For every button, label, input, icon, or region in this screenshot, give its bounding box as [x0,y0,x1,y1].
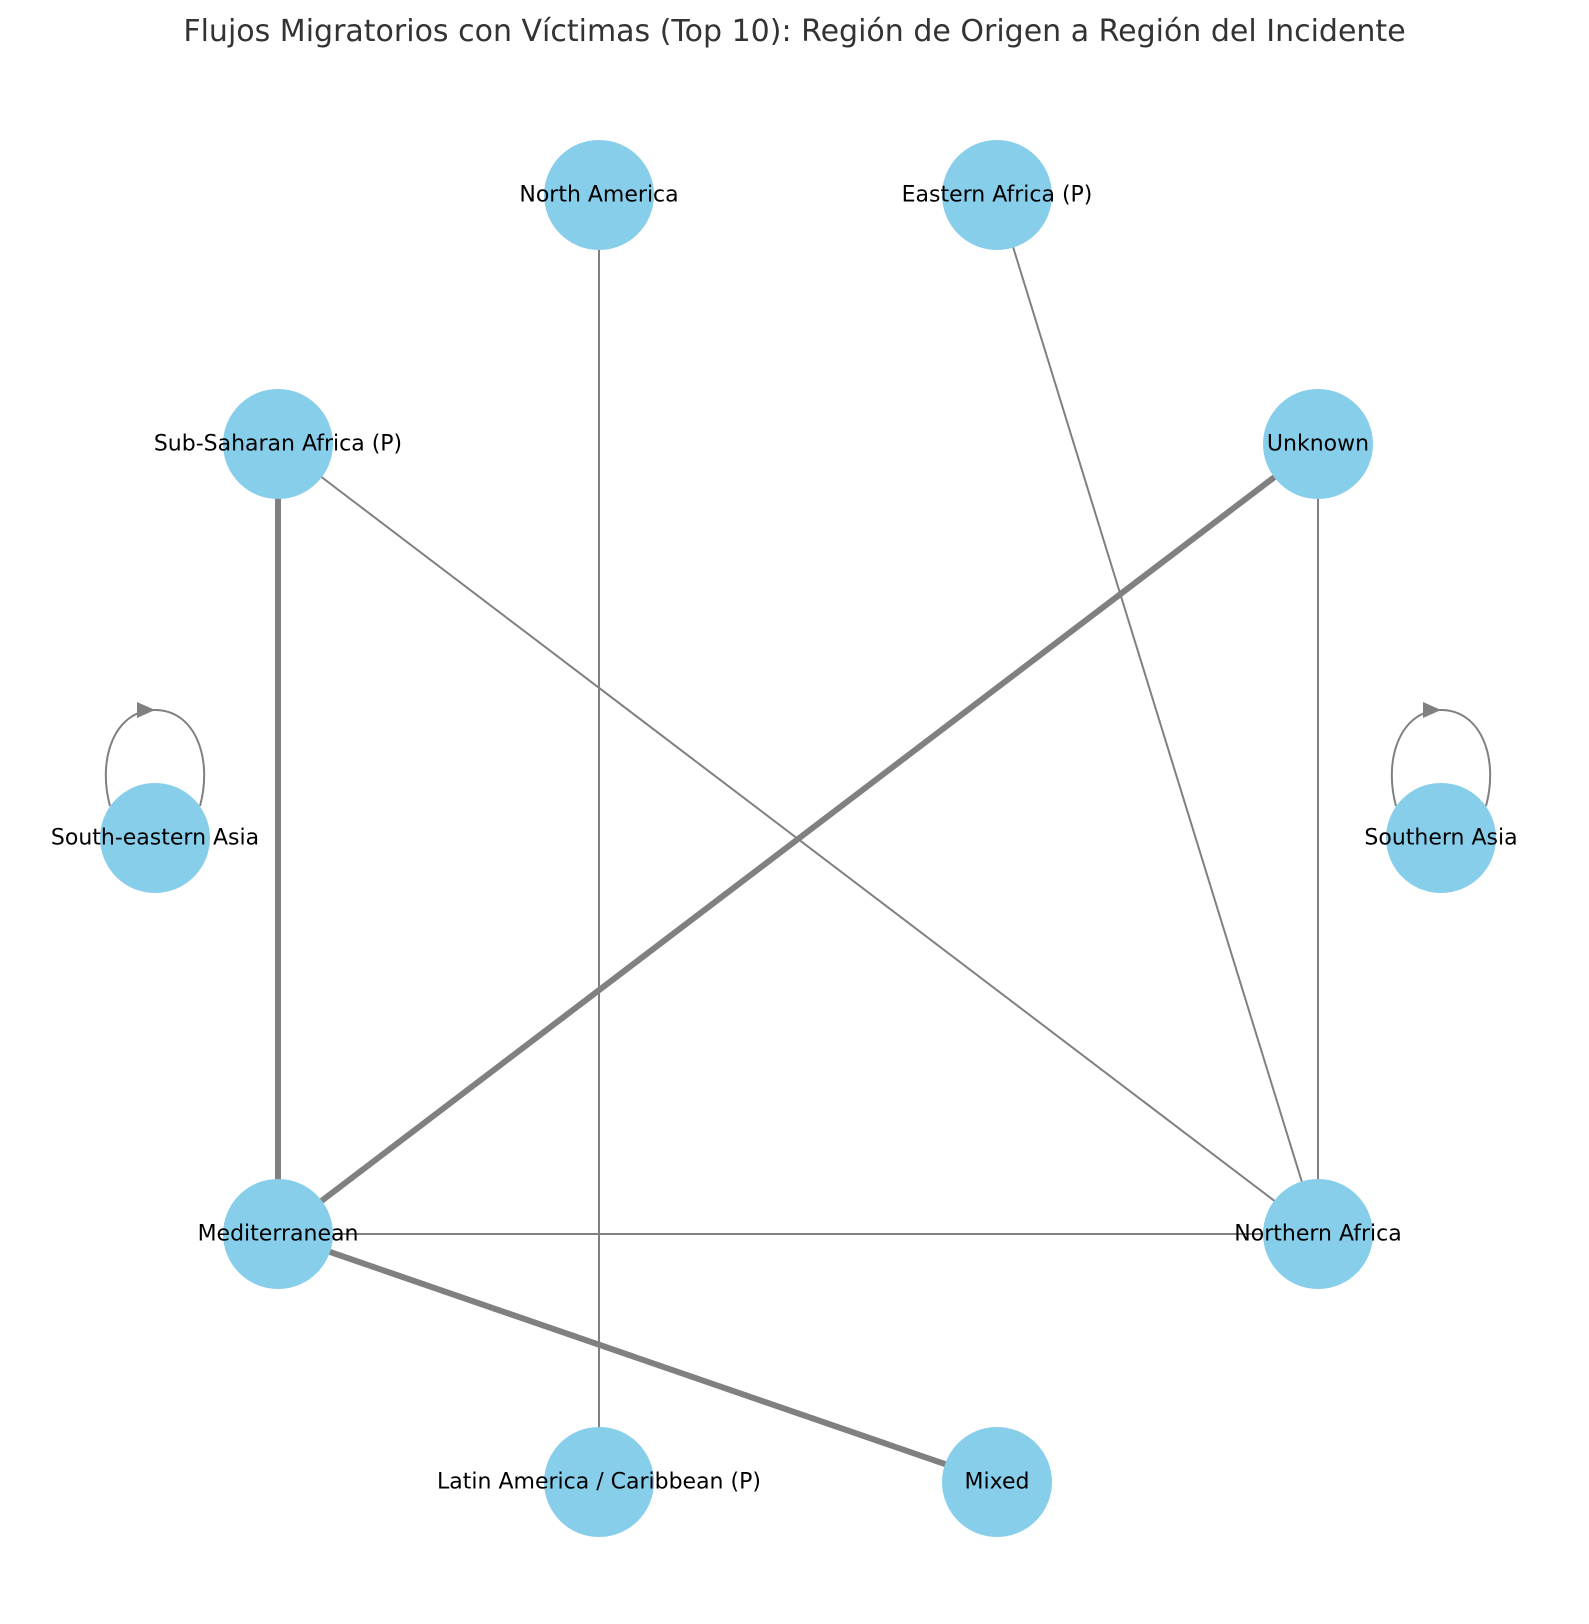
node-sub-saharan-africa [223,389,333,499]
edge-mediterranean-to-mixed [277,1231,998,1485]
node-mixed [942,1427,1052,1537]
node-label-unknown: Unknown [1267,432,1369,457]
node-north-america [544,140,654,250]
node-label-northern-africa: Northern Africa [1234,1222,1401,1247]
node-label-latin-america: Latin America / Caribbean (P) [437,1470,761,1495]
node-label-sub-saharan-africa: Sub-Saharan Africa (P) [154,432,402,457]
node-southern-asia [1386,783,1496,893]
edges-layer [104,194,1492,1485]
node-label-north-america: North America [519,183,678,208]
edge-unknown-to-mediterranean [276,441,1320,1237]
node-label-southern-asia: Southern Asia [1364,826,1517,851]
node-mediterranean [223,1179,333,1289]
node-eastern-africa [942,140,1052,250]
node-northern-africa [1263,1179,1373,1289]
node-label-south-eastern-asia: South-eastern Asia [51,826,259,851]
diagram-title: Flujos Migratorios con Víctimas (Top 10)… [183,14,1406,49]
self-loop-arrowhead [1423,702,1441,718]
self-loop-edge-south-eastern-asia [104,702,206,807]
self-loop-edge-southern-asia [1390,702,1492,807]
nodes-layer [100,140,1496,1537]
node-south-eastern-asia [100,783,210,893]
node-label-mediterranean: Mediterranean [198,1222,359,1247]
node-latin-america [544,1427,654,1537]
edge-eastern-africa-to-northern-africa [996,194,1319,1235]
labels-layer: North America Eastern Africa (P) Sub-Sahar… [51,183,1518,1495]
node-unknown [1263,389,1373,499]
self-loop-arrowhead [137,702,155,718]
node-label-mixed: Mixed [965,1470,1030,1495]
node-label-eastern-africa: Eastern Africa (P) [902,183,1093,208]
